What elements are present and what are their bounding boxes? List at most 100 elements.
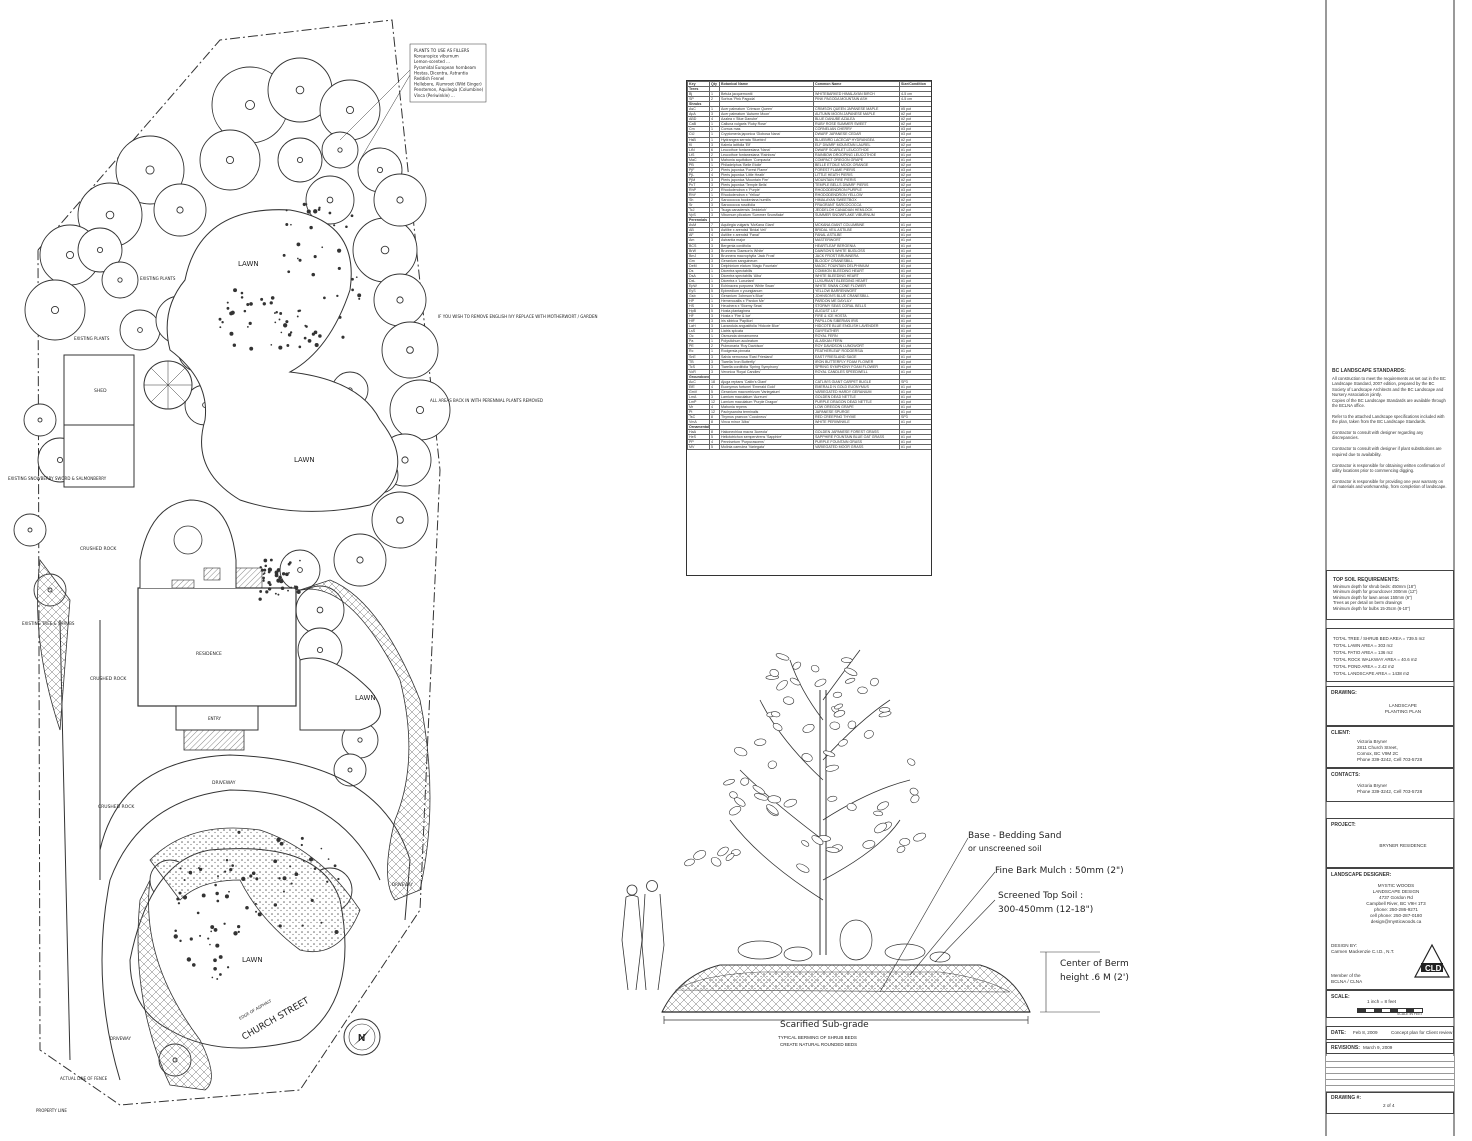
scale-bar (1357, 1008, 1423, 1013)
driveway-label-west: DRIVEWAY (110, 1036, 131, 1041)
ivy-note: IF YOU WISH TO REMOVE ENGLISH IVY REPLAC… (438, 314, 597, 319)
scarified-subgrade-label: Scarified Sub-grade (780, 1020, 869, 1030)
cld-logo-text: CLD (1425, 964, 1442, 973)
topsoil-title: TOP SOIL REQUIREMENTS: (1333, 577, 1400, 583)
lawn-label-south: LAWN (242, 956, 263, 964)
drawing-label: DRAWING: (1331, 690, 1357, 696)
revisions-box: REVISIONS: March 9, 2009 (1326, 1042, 1454, 1054)
planting-beds (37, 558, 431, 1091)
base-bedding-sand-label: Base - Bedding Sand (968, 831, 1061, 841)
fine-bark-mulch-label: Fine Bark Mulch : 50mm (2") (995, 866, 1124, 876)
top-soil-depth-label: 300-450mm (12-18") (998, 905, 1093, 915)
topsoil-box: TOP SOIL REQUIREMENTS: Minimum depth for… (1326, 570, 1454, 620)
project-box: PROJECT: BRYNER RESIDENCE (1326, 818, 1454, 868)
residence-label: RESIDENCE (196, 651, 222, 657)
crushed-rock-label-3: CRUSHED ROCK (98, 804, 135, 810)
drawing-value: LANDSCAPE PLANTING PLAN (1384, 703, 1422, 714)
scale-value: 1 inch = 8 feet (1367, 999, 1396, 1004)
date-box: DATE: Feb 8, 2009 Concept plan for Clien… (1326, 1026, 1454, 1040)
filler-plants-note-box (409, 43, 487, 103)
north-arrow-icon: N (343, 1018, 381, 1056)
client-box: CLIENT: Victoria Bryner 2811 Church Stre… (1326, 726, 1454, 768)
project-value: BRYNER RESIDENCE (1379, 843, 1427, 848)
berm-caption-2: CREATE NATURAL ROUNDED BEDS (780, 1042, 857, 1047)
shed-structure (63, 354, 193, 488)
fence-line-label: ACTUAL LINE OF FENCE (60, 1076, 108, 1081)
berm-section-detail: Base - Bedding Sand or unscreened soil F… (621, 649, 1129, 1047)
driveway-label-east: DRIVEWAY (392, 882, 413, 887)
revision-lines (1326, 1056, 1454, 1092)
drawing-number-box: DRAWING #: 2 of 4 (1326, 1092, 1454, 1114)
contacts-value: Victoria Bryner Phone 339-3242, Cell 703… (1357, 783, 1423, 794)
existing-plants-label-2: EXISTING PLANTS (74, 336, 110, 341)
revisions-value: March 9, 2009 (1363, 1045, 1393, 1050)
client-label: CLIENT: (1331, 730, 1351, 736)
bc-standards-text: All construction to meet the requirement… (1332, 376, 1447, 490)
lawn-label-middle: LAWN (294, 456, 315, 464)
contacts-box: CONTACTS: Victoria Bryner Phone 339-3242… (1326, 768, 1454, 802)
design-by: DESIGN BY: Carmen Mackenzie C.I.D., N.T. (1331, 943, 1395, 954)
svg-text:N: N (358, 1033, 365, 1044)
date-note: Concept plan for Client review (1391, 1030, 1453, 1035)
shrub-symbols (173, 202, 362, 980)
scale-box: SCALE: 1 inch = 8 feet SCALE IN FEET (1326, 990, 1454, 1018)
scale-label: SCALE: (1331, 994, 1350, 1000)
date-value: Feb 8, 2009 (1353, 1030, 1378, 1035)
shed-label: SHED (94, 388, 107, 394)
areas-back-note: ALL AREAS BACK IN WITH PERENNIAL PLANTS … (430, 398, 543, 403)
entry-label: ENTRY (208, 716, 221, 721)
berm-caption: TYPICAL BERMING OF SHRUB BEDS (778, 1035, 857, 1040)
date-label: DATE: (1331, 1030, 1346, 1036)
berm-height-label: height .6 M (2') (1060, 973, 1129, 983)
lawn-label-north: LAWN (238, 260, 259, 268)
driveway-label: DRIVEWAY (212, 780, 236, 786)
revisions-label: REVISIONS: (1331, 1045, 1360, 1051)
designer-box: LANDSCAPE DESIGNER: MYSTIC WOODS LANDSCA… (1326, 868, 1454, 990)
contacts-label: CONTACTS: (1331, 772, 1361, 778)
drawing-number-value: 2 of 4 (1383, 1103, 1395, 1108)
client-value: Victoria Bryner 2811 Church Street, Como… (1357, 739, 1423, 762)
areas-text: TOTAL TREE / SHRUB BED AREA = 739.5 m2 T… (1333, 636, 1425, 676)
existing-snowberry-label: EXISTING SNOWBERRY SWORD & SALMONBERRY (8, 476, 107, 481)
bc-standards-title: BC LANDSCAPE STANDARDS: (1332, 368, 1406, 374)
designer-label: LANDSCAPE DESIGNER: (1331, 872, 1392, 878)
screened-top-soil-label: Screened Top Soil : (998, 891, 1083, 901)
title-block: BC LANDSCAPE STANDARDS: All construction… (1326, 0, 1454, 1136)
center-of-berm-label: Center of Berm (1060, 959, 1129, 969)
existing-plants-label: EXISTING PLANTS (140, 276, 176, 281)
designer-value: MYSTIC WOODS LANDSCAPE DESIGN 4737 Gordo… (1366, 883, 1426, 924)
scale-bar-label: SCALE IN FEET (1397, 1012, 1423, 1016)
crushed-rock-label: CRUSHED ROCK (80, 546, 117, 552)
lawn-label-east: LAWN (355, 694, 376, 702)
crushed-rock-label-2: CRUSHED ROCK (90, 676, 127, 682)
drawing-box: DRAWING: LANDSCAPE PLANTING PLAN (1326, 686, 1454, 726)
project-label: PROJECT: (1331, 822, 1356, 828)
cld-logo-icon: CLD (1414, 943, 1450, 978)
property-line-label: PROPERTY LINE (36, 1108, 67, 1113)
